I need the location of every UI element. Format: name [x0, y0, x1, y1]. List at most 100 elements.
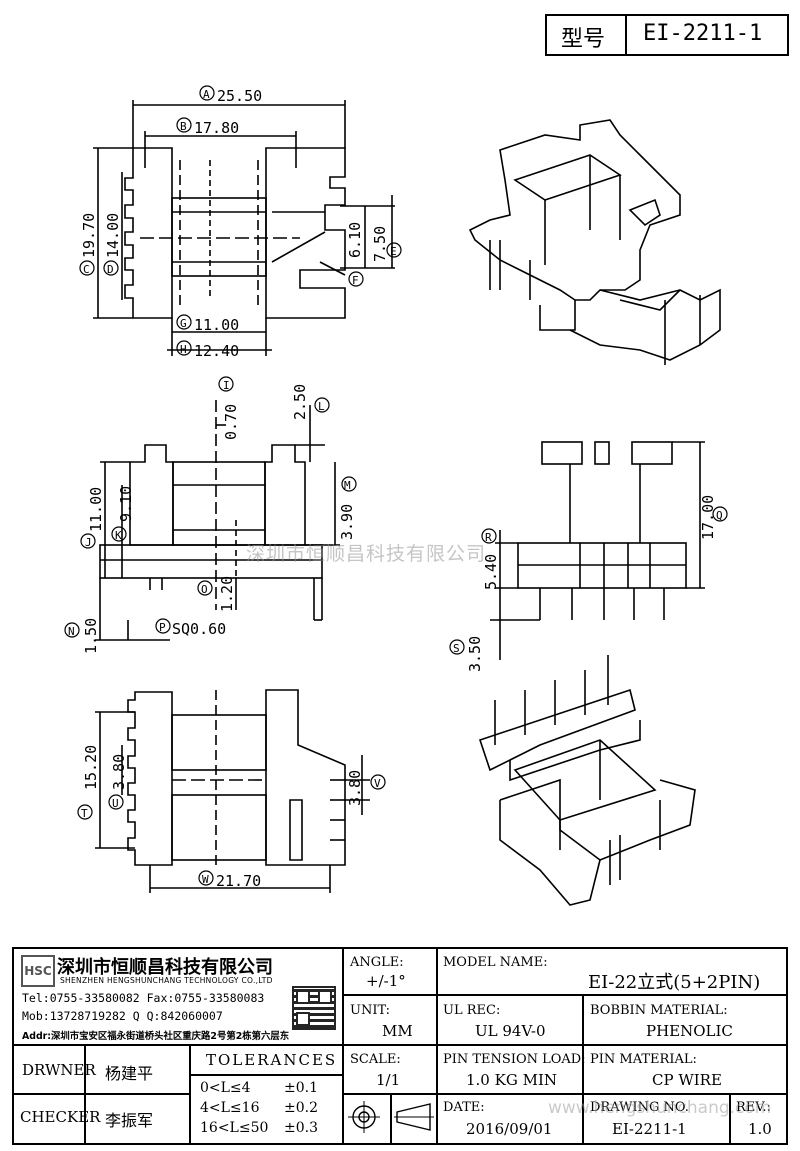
dimension-P: P SQ0.60 — [155, 618, 226, 638]
pin-tension-value: 1.0 KG MIN — [466, 1071, 557, 1089]
svg-text:M: M — [344, 479, 351, 492]
svg-text:2.50: 2.50 — [291, 384, 309, 420]
svg-text:1.50: 1.50 — [82, 618, 100, 654]
svg-text:B: B — [180, 120, 187, 133]
svg-text:3.50: 3.50 — [466, 636, 484, 672]
svg-text:17.00: 17.00 — [699, 495, 717, 540]
svg-text:0.70: 0.70 — [222, 404, 240, 440]
dimension-R: R 5.40 — [481, 528, 500, 590]
svg-text:5.40: 5.40 — [482, 554, 500, 590]
model-name-value: EI-22立式(5+2PIN) — [588, 972, 761, 993]
unit-label: UNIT: — [350, 1003, 391, 1018]
svg-text:11.00: 11.00 — [87, 487, 105, 532]
dimension-H: H 12.40 — [176, 340, 239, 360]
drawer-name: 杨建平 — [105, 1064, 154, 1083]
bottom-view — [95, 689, 370, 893]
scale-value: 1/1 — [376, 1071, 401, 1089]
company-name-en: SHENZHEN HENGSHUNCHANG TECHNOLOGY CO.,LT… — [60, 976, 273, 985]
side-view — [490, 441, 705, 660]
dimension-J: J 11.00 — [80, 487, 105, 549]
svg-text:11.00: 11.00 — [194, 316, 239, 334]
dimension-V: V 3.80 — [346, 770, 386, 806]
ul-rec-value: UL 94V-0 — [475, 1022, 546, 1040]
svg-text:19.70: 19.70 — [80, 213, 98, 258]
date-label: DATE: — [443, 1100, 485, 1115]
svg-text:C: C — [83, 263, 90, 276]
svg-text:3.80: 3.80 — [346, 770, 364, 806]
svg-text:14.00: 14.00 — [104, 213, 122, 258]
svg-text:Q: Q — [716, 509, 723, 522]
svg-text:15.20: 15.20 — [82, 745, 100, 790]
dimension-D: D 14.00 — [103, 213, 122, 276]
dimension-Q: Q 17.00 — [699, 495, 728, 540]
top-view — [93, 100, 395, 356]
svg-text:I: I — [223, 379, 230, 392]
dimension-E: E 7.50 — [371, 226, 402, 262]
svg-text:9.10: 9.10 — [117, 486, 135, 522]
pin-material-label: PIN MATERIAL: — [590, 1052, 697, 1067]
dimension-A: A 25.50 — [199, 85, 262, 105]
svg-text:17.80: 17.80 — [194, 119, 239, 137]
dimension-F: F 6.10 — [346, 222, 364, 287]
type-label: 型号 — [561, 27, 606, 52]
dimension-S: S 3.50 — [449, 636, 484, 672]
angle-value: +/-1° — [366, 972, 406, 990]
drawer-label: DRWNER — [22, 1061, 96, 1079]
svg-text:N: N — [68, 625, 75, 638]
checker-name: 李振军 — [105, 1111, 154, 1130]
svg-text:P: P — [159, 621, 166, 634]
svg-text:J: J — [85, 536, 92, 549]
model-code: EI-2211-1 — [643, 21, 763, 46]
svg-text:A: A — [203, 88, 210, 101]
dimension-M: M 3.90 — [338, 476, 357, 540]
rev-label: REV.: — [736, 1100, 771, 1115]
bobbin-material-label: BOBBIN MATERIAL: — [590, 1003, 728, 1018]
tolerance-value: ±0.3 — [284, 1120, 318, 1136]
svg-text:S: S — [453, 642, 460, 655]
model-name-label: MODEL NAME: — [443, 955, 548, 970]
tolerance-value: ±0.1 — [284, 1080, 318, 1096]
bobbin-material-value: PHENOLIC — [646, 1022, 733, 1040]
svg-text:K: K — [115, 529, 122, 542]
svg-text:H: H — [180, 343, 187, 356]
pin-tension-label: PIN TENSION LOAD: — [443, 1052, 586, 1067]
svg-text:SQ0.60: SQ0.60 — [172, 620, 226, 638]
svg-text:D: D — [107, 263, 114, 276]
tolerances-title: TOLERANCES — [206, 1051, 338, 1069]
dimension-labels: A 25.50 B 17.80 C 19.70 D 14.00 E 7.50 F… — [64, 85, 728, 890]
svg-text:21.70: 21.70 — [216, 872, 261, 890]
svg-text:W: W — [202, 873, 209, 886]
company-logo: HSC — [21, 955, 55, 987]
company-address: Addr:深圳市宝安区福永街道桥头社区重庆路2号第2栋第六层东 — [22, 1031, 290, 1042]
dimension-K: K 9.10 — [111, 486, 135, 542]
isometric-view-bottom — [478, 655, 696, 906]
svg-text:25.50: 25.50 — [217, 87, 262, 105]
dimension-I: I 0.70 — [218, 376, 240, 440]
dimension-W: W 21.70 — [198, 870, 261, 890]
model-code-box: 型号 EI-2211-1 — [545, 14, 789, 56]
svg-text:T: T — [81, 807, 88, 820]
dimension-C: C 19.70 — [79, 213, 98, 276]
dimension-L: L 2.50 — [291, 384, 330, 420]
svg-text:E: E — [390, 245, 397, 258]
front-view — [95, 400, 340, 641]
tolerance-range: 16<L≤50 — [200, 1120, 269, 1136]
watermark-url: www.hengshunchang.com — [548, 1098, 772, 1118]
svg-text:1.20: 1.20 — [218, 576, 236, 612]
company-mob-qq: Mob:13728719282 Q Q:842060007 — [22, 1009, 223, 1023]
svg-text:12.40: 12.40 — [194, 342, 239, 360]
pin-material-value: CP WIRE — [652, 1071, 722, 1089]
technical-drawing: A 25.50 B 17.80 C 19.70 D 14.00 E 7.50 F… — [64, 85, 728, 906]
drawing-no-label: DRAWING NO. — [590, 1100, 689, 1115]
svg-text:7.50: 7.50 — [371, 226, 389, 262]
svg-text:3.80: 3.80 — [110, 754, 128, 790]
dimension-G: G 11.00 — [176, 314, 239, 334]
angle-label: ANGLE: — [350, 955, 404, 970]
company-name-cn: 深圳市恒顺昌科技有限公司 — [57, 957, 273, 978]
dimension-O: O 1.20 — [197, 576, 236, 612]
ul-rec-label: UL REC: — [443, 1003, 501, 1018]
drawing-no-value: EI-2211-1 — [612, 1120, 687, 1138]
company-tel-fax: Tel:0755-33580082 Fax:0755-33580083 — [22, 991, 265, 1005]
dimension-U: U 3.80 — [108, 754, 128, 810]
